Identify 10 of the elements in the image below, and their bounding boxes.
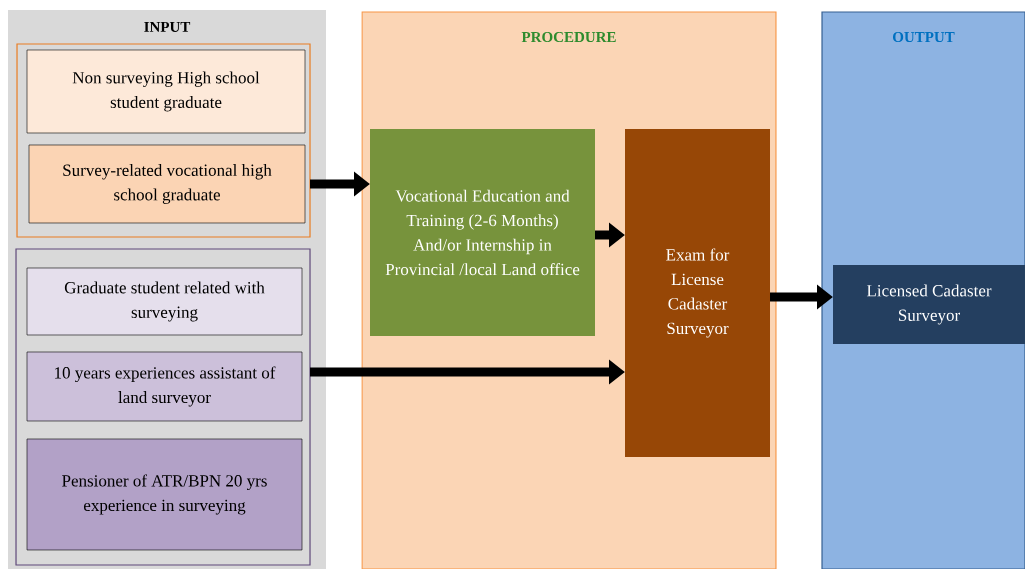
process-box: Survey-related vocational high school graduate — [28, 144, 306, 224]
process-box: Exam for License Cadaster Surveyor — [625, 129, 770, 457]
process-box: Pensioner of ATR/BPN 20 yrs experience in surveying — [26, 438, 303, 551]
group-frame — [15, 248, 311, 566]
process-box: Graduate student related with surveying — [26, 267, 303, 336]
process-box: 10 years experiences assistant of land surveyor — [26, 351, 303, 422]
group-frame — [16, 43, 311, 238]
process-box: Non surveying High school student graduate — [26, 49, 306, 134]
process-box: Licensed Cadaster Surveyor — [833, 265, 1025, 344]
process-box: Vocational Education and Training (2-6 Months) And/or Internship in Provincial /local Land office — [370, 129, 595, 336]
